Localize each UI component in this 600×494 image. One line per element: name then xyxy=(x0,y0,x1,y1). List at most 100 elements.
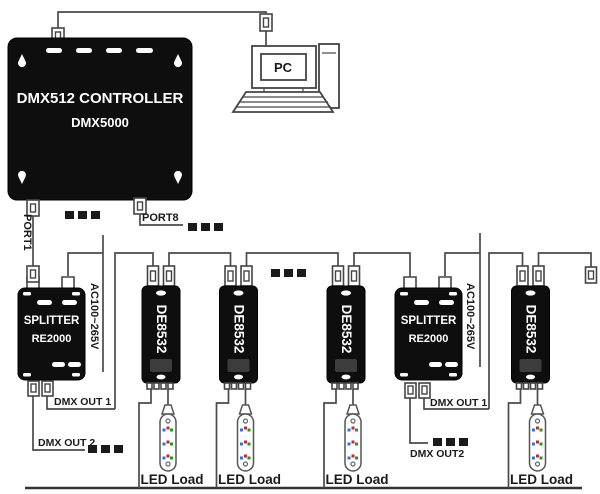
splitter-marks xyxy=(23,292,81,377)
wire-decoder-power xyxy=(215,389,230,488)
splitter-body xyxy=(394,287,463,381)
splitter-left-out1-label: DMX OUT 1 xyxy=(54,396,111,408)
led-load-label: LED Load xyxy=(326,472,389,487)
plug-slot xyxy=(587,270,595,280)
led-load-1: LED Load xyxy=(141,404,204,487)
led-load-2: LED Load xyxy=(218,404,281,487)
plug-slot xyxy=(30,383,37,393)
connector-socket-icon xyxy=(61,276,75,288)
wire-controller-to-pc xyxy=(57,11,267,46)
splitter-right-out1-label: DMX OUT 1 xyxy=(430,397,487,409)
pc-screen xyxy=(260,53,307,81)
wire-decoder-power xyxy=(323,389,337,488)
wire-decoder-power xyxy=(138,389,152,488)
decoder-label: DE8532 xyxy=(524,305,539,354)
continuation-dots xyxy=(271,269,306,277)
plug-slot xyxy=(519,270,526,282)
wire-decoder4-to-terminator xyxy=(537,252,592,267)
continuation-dots xyxy=(433,438,468,446)
decoder-label: DE8532 xyxy=(339,305,354,354)
led-connector xyxy=(238,404,253,415)
splitter-marks xyxy=(400,292,458,377)
led-load-label: LED Load xyxy=(510,472,573,487)
decoder-hole xyxy=(341,290,351,296)
decoder-4: DE8532 LED Load xyxy=(507,265,573,488)
decoder-hole xyxy=(525,290,536,296)
decoder-terminals xyxy=(331,382,359,390)
plug-slot xyxy=(262,17,270,28)
continuation-dots xyxy=(88,445,123,453)
splitter-name: SPLITTER xyxy=(401,315,457,327)
wire-splitter2-dmx-out1 xyxy=(423,398,489,410)
wire-port8 xyxy=(139,214,183,226)
splitter-left-out2-label: DMX OUT 2 xyxy=(38,437,95,449)
wire-splitter1-dmx-out2 xyxy=(32,396,85,451)
led-connector xyxy=(160,404,176,415)
wire-decoder-power xyxy=(507,389,522,488)
plug-slot xyxy=(44,383,51,393)
plug-slot xyxy=(227,270,234,282)
splitter-name: SPLITTER xyxy=(24,315,80,327)
plug-slot xyxy=(29,269,37,279)
decoder-slot xyxy=(227,359,250,372)
plug-slot xyxy=(535,270,542,282)
led-load-3: LED Load xyxy=(326,404,389,487)
plug-slot xyxy=(149,270,157,282)
controller-vents xyxy=(46,48,153,53)
led-pixels xyxy=(162,426,173,460)
plug-slot xyxy=(334,270,342,282)
continuation-dots xyxy=(188,223,223,231)
splitter-right-out2-label: DMX OUT2 xyxy=(410,448,464,460)
plug-slot xyxy=(243,270,250,282)
splitter-model: RE2000 xyxy=(409,333,449,345)
wire-decoder3-to-splitter2 xyxy=(353,252,411,277)
decoder-1: DE8532 LED Load xyxy=(138,265,204,488)
decoder-terminals xyxy=(223,382,252,390)
decoder-2: DE8532 LED Load xyxy=(215,265,281,488)
decoder-slot xyxy=(519,359,542,372)
plug-slot xyxy=(136,201,144,211)
led-load-label: LED Load xyxy=(141,472,204,487)
connector-socket-icon xyxy=(438,276,452,288)
pc: PC xyxy=(231,13,340,113)
wire-out1-to-decoder1 xyxy=(114,252,154,409)
decoder-hole xyxy=(156,290,166,296)
ac-label-left: AC100~265V xyxy=(88,283,100,350)
wire-decoder2-to-decoder3 xyxy=(245,252,339,267)
splitter-right: SPLITTER RE2000 xyxy=(394,276,463,399)
decoder-hole xyxy=(234,374,243,380)
wire-splitter2-dmx-out2 xyxy=(409,398,428,444)
splitter-model: RE2000 xyxy=(32,333,72,345)
plug-slot xyxy=(350,270,358,282)
controller-model: DMX5000 xyxy=(71,115,129,130)
decoder-hole xyxy=(233,290,244,296)
led-pixels xyxy=(240,426,251,460)
splitter-body xyxy=(17,287,86,381)
wire-decoder1-to-decoder2 xyxy=(168,252,232,267)
plug-slot xyxy=(421,385,428,395)
wire-out1-to-decoder4 xyxy=(488,252,524,409)
plug-slot xyxy=(165,270,173,282)
decoder-hole xyxy=(526,374,535,380)
led-load-label: LED Load xyxy=(218,472,281,487)
port8-label: PORT8 xyxy=(142,212,179,224)
port1-label: PORT1 xyxy=(21,214,33,251)
plug-slot xyxy=(407,385,414,395)
wire-splitter1-ac xyxy=(67,252,103,276)
plug-slot xyxy=(29,203,37,213)
decoder-label: DE8532 xyxy=(154,305,169,354)
decoder-3: DE8532 LED Load xyxy=(323,265,389,488)
wires xyxy=(25,11,592,490)
led-pixels xyxy=(347,426,358,460)
decoder-label: DE8532 xyxy=(232,305,247,354)
led-load-4: LED Load xyxy=(510,404,573,487)
connector-socket-icon xyxy=(403,276,417,288)
controller-screw-icons xyxy=(18,54,182,184)
decoder-terminals xyxy=(515,382,544,390)
led-connector xyxy=(530,404,545,415)
controller-title: DMX512 CONTROLLER xyxy=(17,90,184,107)
decoder-hole xyxy=(341,374,351,380)
wire-splitter2-ac xyxy=(444,252,480,276)
decoder-slot xyxy=(335,359,357,372)
